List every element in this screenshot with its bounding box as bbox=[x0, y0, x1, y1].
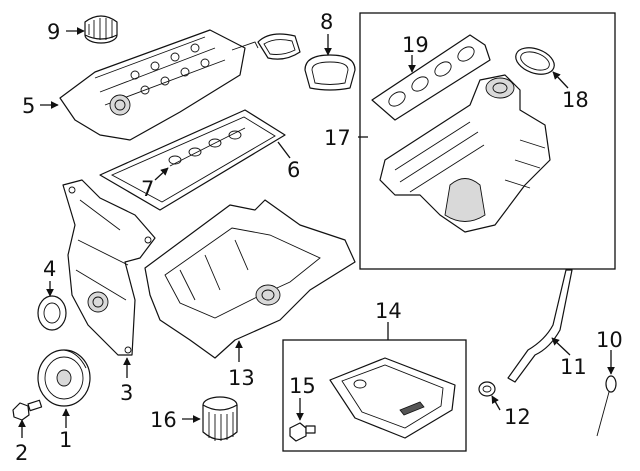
leader-lines bbox=[18, 27, 615, 438]
callout-4: 4 bbox=[43, 257, 56, 281]
valve-cover[interactable] bbox=[59, 29, 259, 141]
front-seal[interactable] bbox=[37, 295, 67, 331]
callout-14: 14 bbox=[375, 299, 402, 323]
crankshaft-pulley[interactable] bbox=[37, 349, 91, 407]
leader-6 bbox=[277, 141, 291, 159]
callout-13: 13 bbox=[228, 366, 255, 390]
callout-9: 9 bbox=[47, 20, 60, 44]
callout-2: 2 bbox=[15, 441, 28, 465]
pulley-bolt[interactable] bbox=[12, 399, 43, 421]
throttle-o-ring[interactable] bbox=[512, 43, 558, 79]
callout-1: 1 bbox=[59, 428, 72, 452]
intake-manifold-group-box bbox=[359, 12, 616, 270]
intake-manifold-gasket[interactable] bbox=[371, 34, 491, 121]
oil-filler-cap[interactable] bbox=[84, 15, 118, 44]
callout-12: 12 bbox=[504, 405, 531, 429]
leader-7 bbox=[154, 167, 169, 181]
dipstick[interactable] bbox=[596, 375, 617, 437]
callout-3: 3 bbox=[120, 381, 133, 405]
intake-manifold[interactable] bbox=[379, 74, 551, 233]
oil-pan-upper[interactable] bbox=[144, 199, 356, 359]
callout-11: 11 bbox=[560, 355, 587, 379]
drain-washer[interactable] bbox=[478, 381, 496, 397]
callout-10: 10 bbox=[596, 328, 623, 352]
callout-7: 7 bbox=[141, 177, 154, 201]
callout-17: 17 bbox=[324, 126, 351, 150]
oil-filter[interactable] bbox=[202, 396, 238, 441]
callout-numbers: 9 5 8 6 7 4 3 13 1 2 16 15 14 12 11 10 1… bbox=[15, 10, 623, 465]
callout-5: 5 bbox=[22, 94, 35, 118]
valve-cover-gasket[interactable] bbox=[99, 109, 286, 211]
drain-plug[interactable] bbox=[289, 422, 316, 442]
leader-18 bbox=[552, 71, 569, 89]
leader-11 bbox=[551, 337, 571, 356]
tube-seals[interactable] bbox=[168, 127, 246, 167]
timing-cover[interactable] bbox=[62, 179, 156, 356]
valve-cover-seals[interactable] bbox=[257, 33, 356, 91]
oil-pan-lower-group-box bbox=[282, 339, 467, 452]
leader-12 bbox=[491, 395, 501, 411]
callout-18: 18 bbox=[562, 88, 589, 112]
oil-pan-lower[interactable] bbox=[329, 357, 456, 439]
callout-16: 16 bbox=[150, 408, 177, 432]
callout-19: 19 bbox=[402, 33, 429, 57]
callout-8: 8 bbox=[320, 10, 333, 34]
callout-15: 15 bbox=[289, 374, 316, 398]
dipstick-tube[interactable] bbox=[507, 269, 573, 383]
callout-6: 6 bbox=[287, 158, 300, 182]
